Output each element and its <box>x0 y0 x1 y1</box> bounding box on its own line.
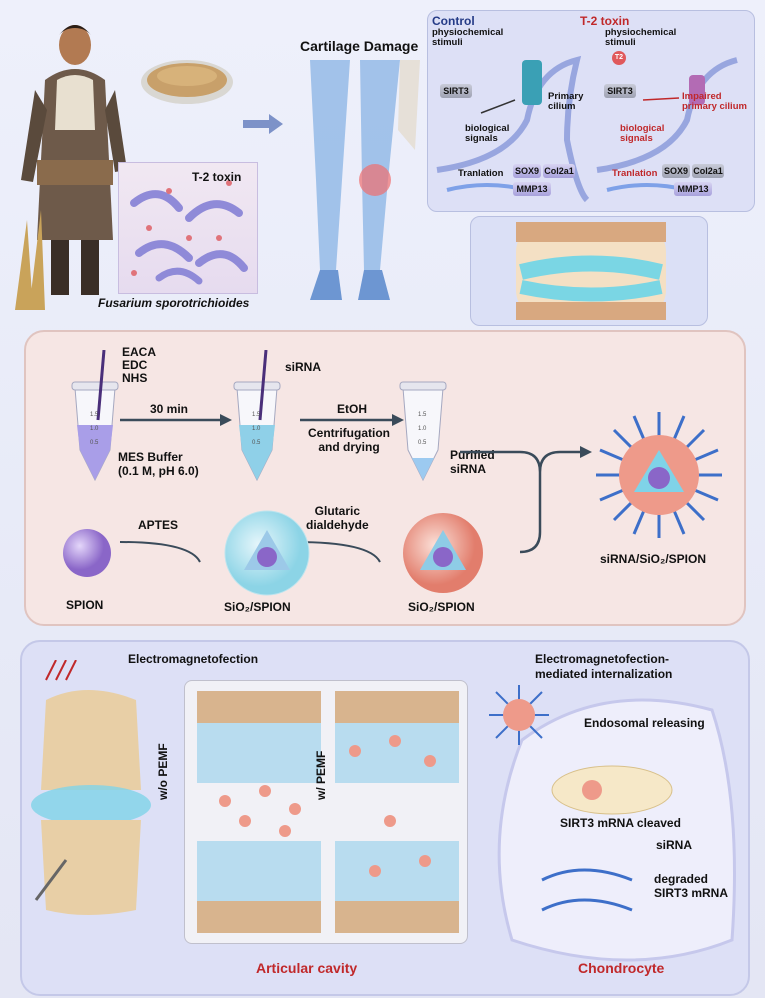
toxin-translation: Tranlation <box>612 168 658 179</box>
control-bio-signals: biological signals <box>465 123 510 144</box>
reagents-label: EACA EDC NHS <box>122 345 157 385</box>
electromagnetofection-label: Electromagnetofection <box>128 652 259 666</box>
spion-label: SPION <box>66 598 104 612</box>
toxin-sirt3: SIRT3 <box>604 84 636 98</box>
glutaric-label: Glutaric dialdehyde <box>306 504 369 532</box>
control-sox9: SOX9 <box>513 164 541 178</box>
joint-illustration <box>31 660 151 915</box>
control-stimuli: physiochemical stimuli <box>432 27 504 48</box>
knee-zoom-box <box>470 216 708 326</box>
toxin-sox9: SOX9 <box>662 164 690 178</box>
sio2-spion-label-a: SiO₂/SPION <box>224 600 291 614</box>
toxin-impaired: Impaired primary cilium <box>682 91 747 112</box>
endosomal-label: Endosomal releasing <box>584 716 705 730</box>
grain-bowl <box>141 60 233 104</box>
cartilage-damage-label: Cartilage Damage <box>300 38 419 54</box>
fungus-zoom-box <box>118 162 258 294</box>
sio2-spion-particle-a <box>224 510 310 596</box>
mechanism-panel <box>427 10 755 212</box>
sirna-label: siRNA <box>285 360 322 374</box>
incoming-nanoparticle <box>489 685 549 745</box>
centrifugation-label: Centrifugation and drying <box>308 426 390 454</box>
mechanism-art <box>436 55 738 203</box>
spion-particle <box>63 529 111 577</box>
time-label: 30 min <box>150 402 189 416</box>
degraded-label: degraded SIRT3 mRNA <box>654 872 729 900</box>
internalization-label: Electromagnetofection- mediated internal… <box>535 652 673 681</box>
toxin-stimuli: physiochemical stimuli <box>605 27 677 48</box>
control-sirt3: SIRT3 <box>440 84 472 98</box>
farmer-illustration <box>15 25 127 310</box>
sirt3-cleaved-label: SIRT3 mRNA cleaved <box>560 816 681 830</box>
tube-1 <box>71 350 119 482</box>
control-translation: Tranlation <box>458 168 504 179</box>
mes-buffer-label: MES Buffer (0.1 M, pH 6.0) <box>118 450 199 478</box>
synthesis-arrows <box>120 414 592 563</box>
control-title: Control <box>432 14 475 28</box>
control-col2a1: Col2a1 <box>543 164 575 178</box>
toxin-title: T-2 toxin <box>580 14 630 28</box>
articular-cavity-label: Articular cavity <box>256 960 358 976</box>
cavity-box <box>184 680 468 944</box>
control-mmp13: MMP13 <box>513 182 551 196</box>
toxin-bio-signals: biological signals <box>620 123 665 144</box>
pemf-with-label: w/ PEMF <box>314 750 328 800</box>
sio2-spion-label-b: SiO₂/SPION <box>408 600 475 614</box>
sio2-spion-particle-b <box>403 513 483 593</box>
etoh-label: EtOH <box>337 402 367 416</box>
tube-3 <box>399 381 447 482</box>
pemf-without-label: w/o PEMF <box>156 743 170 800</box>
product-label: siRNA/SiO₂/SPION <box>600 552 707 566</box>
toxin-label: T-2 toxin <box>192 170 242 184</box>
t2-badge: T2 <box>612 51 626 65</box>
flow-arrow-icon <box>243 114 283 134</box>
toxin-mmp13: MMP13 <box>674 182 712 196</box>
toxin-col2a1: Col2a1 <box>692 164 724 178</box>
fungus-label: Fusarium sporotrichioides <box>98 296 250 310</box>
chondrocyte-cell <box>497 698 736 962</box>
control-primary-cilium: Primary cilium <box>548 91 584 112</box>
bottom-sirna-label: siRNA <box>656 838 693 852</box>
legs-illustration <box>310 60 420 300</box>
tube-2 <box>233 350 281 482</box>
final-nanoparticle <box>596 412 722 538</box>
chondrocyte-label: Chondrocyte <box>578 960 665 976</box>
aptes-label: APTES <box>138 518 179 532</box>
